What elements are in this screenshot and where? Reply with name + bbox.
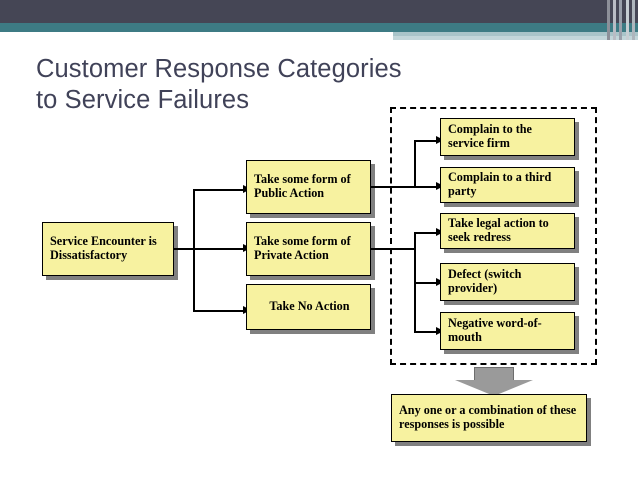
connector-to-complain-third-party: [414, 186, 438, 188]
connector-to-negative-wom: [414, 331, 438, 333]
box-service-encounter: Service Encounter is Dissatisfactory: [42, 222, 174, 276]
box-private-action: Take some form of Private Action: [246, 222, 371, 276]
header-dark-band: [0, 0, 638, 23]
box-complain-service-firm: Complain to the service firm: [440, 118, 575, 156]
down-arrow-head: [455, 380, 533, 396]
box-defect-switch-provider: Defect (switch provider): [440, 263, 575, 301]
down-arrow-shaft: [474, 367, 514, 381]
connector-source-stub: [174, 248, 194, 250]
connector-to-defect: [414, 282, 438, 284]
responses-group-outline: [390, 107, 597, 365]
header-white-gap-lower: [0, 36, 393, 40]
box-public-action: Take some form of Public Action: [246, 160, 371, 214]
connector-private-stub: [371, 248, 416, 250]
header-stripe-3: [619, 0, 622, 40]
slide-title: Customer Response Categories to Service …: [36, 55, 402, 114]
connector-to-no-action: [193, 310, 245, 312]
header-white-gap: [0, 32, 393, 36]
header-stripe-4: [626, 0, 629, 40]
header-stripe-5: [632, 0, 635, 40]
box-conclusion: Any one or a combination of these respon…: [391, 394, 587, 442]
header-stripe-2: [613, 0, 616, 40]
box-no-action: Take No Action: [246, 284, 371, 330]
box-legal-action: Take legal action to seek redress: [440, 213, 575, 249]
header-pale-band-lower: [393, 36, 638, 40]
header-stripe-1: [607, 0, 610, 40]
down-arrow-icon: [455, 367, 533, 396]
header-teal-band: [0, 23, 638, 32]
connector-source-trunk: [193, 190, 195, 312]
connector-to-complain-firm: [414, 140, 438, 142]
connector-public-trunk: [414, 141, 416, 187]
box-negative-word-of-mouth: Negative word-of-mouth: [440, 312, 575, 350]
connector-public-stub: [371, 186, 416, 188]
box-complain-third-party: Complain to a third party: [440, 167, 575, 203]
connector-to-public-action: [193, 189, 245, 191]
connector-to-legal-action: [414, 232, 438, 234]
connector-to-private-action: [193, 248, 245, 250]
